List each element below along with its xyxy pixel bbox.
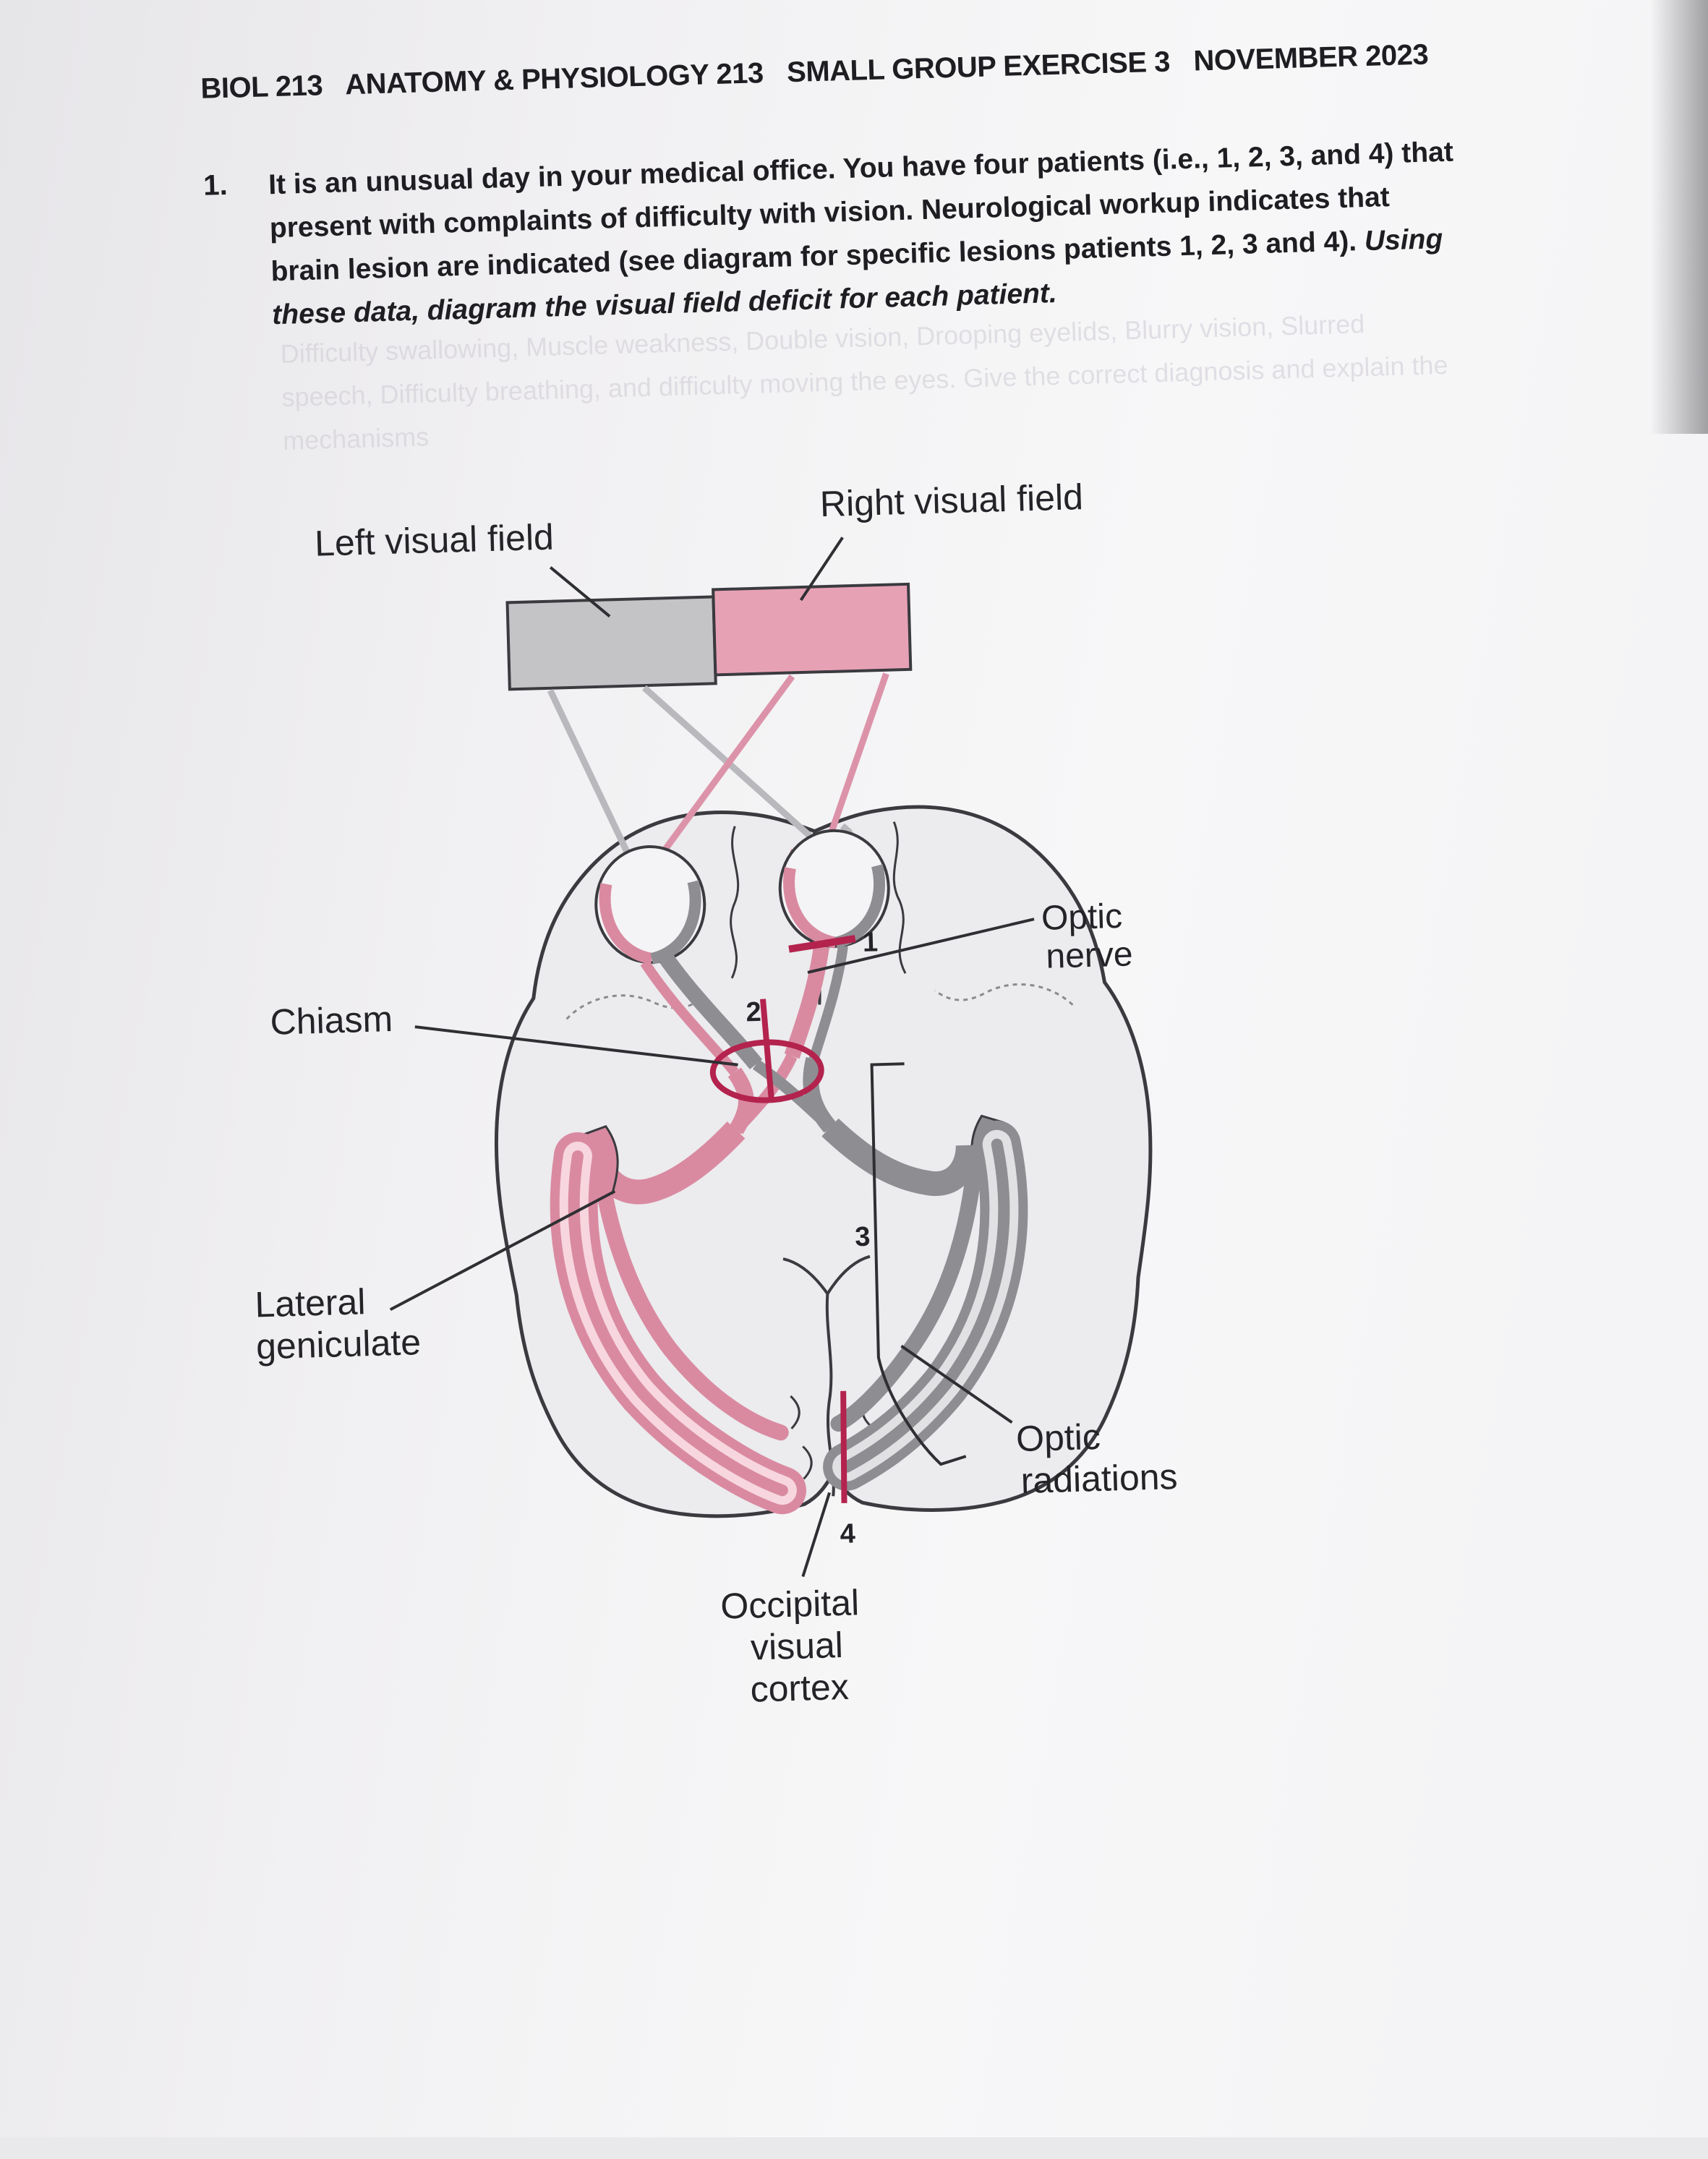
label-left-visual-field: Left visual field [314, 517, 554, 564]
label-optic-radiations-line2: radiations [1020, 1456, 1178, 1501]
lesion-2-chiasm-vertical [759, 999, 774, 1100]
label-optic-nerve-line2: nerve [1046, 935, 1134, 975]
left-visual-field-bar [505, 595, 717, 691]
lesion-1-optic-nerve [788, 935, 856, 953]
right-optic-nerve-gray [808, 945, 848, 1061]
label-optic-radiations-line1: Optic [1015, 1416, 1101, 1459]
label-occipital-line3: cortex [750, 1667, 850, 1710]
lesion-number-3: 3 [855, 1222, 871, 1253]
pointer-optic-nerve [807, 918, 1035, 974]
label-right-visual-field: Right visual field [819, 476, 1083, 524]
pointer-occipital-cortex [801, 1492, 831, 1578]
temporal-lobe-left [565, 994, 704, 1020]
left-eye [594, 845, 706, 965]
lesion-2-chiasm-ring [709, 1039, 824, 1103]
label-occipital-line1: Occipital [720, 1582, 860, 1626]
left-optic-radiations [550, 1132, 806, 1515]
left-optic-nerve-gray [659, 954, 763, 1069]
label-optic-nerve-line1: Optic [1041, 897, 1122, 938]
temporal-lobe-right [934, 983, 1074, 1006]
pointer-chiasm [414, 1025, 738, 1066]
lesion-3-bracket [870, 1062, 967, 1466]
pointer-optic-radiations [900, 1344, 1013, 1424]
frontal-gyri-left [730, 826, 740, 979]
lesion-number-2: 2 [746, 997, 761, 1028]
right-visual-field-bar [712, 582, 913, 677]
lesion-4-occipital [840, 1390, 847, 1503]
label-chiasm: Chiasm [270, 999, 393, 1043]
pointer-left-visual-field [549, 566, 611, 617]
desk-edge [1650, 0, 1708, 434]
pointer-lateral-geniculate [389, 1189, 616, 1312]
chiasm-crossing-pink-nasal [732, 1053, 798, 1134]
right-optic-tract-gray [821, 1118, 981, 1196]
label-lateral-geniculate-line2: geniculate [255, 1322, 421, 1367]
label-lateral-geniculate-line1: Lateral [255, 1281, 366, 1325]
right-optic-radiations [823, 1120, 1028, 1491]
label-occipital-line2: visual [750, 1625, 843, 1668]
pointer-right-visual-field [799, 536, 844, 602]
lesion-number-1: 1 [862, 927, 878, 958]
left-optic-nerve-pink [640, 959, 739, 1076]
lesion-number-4: 4 [840, 1518, 855, 1549]
